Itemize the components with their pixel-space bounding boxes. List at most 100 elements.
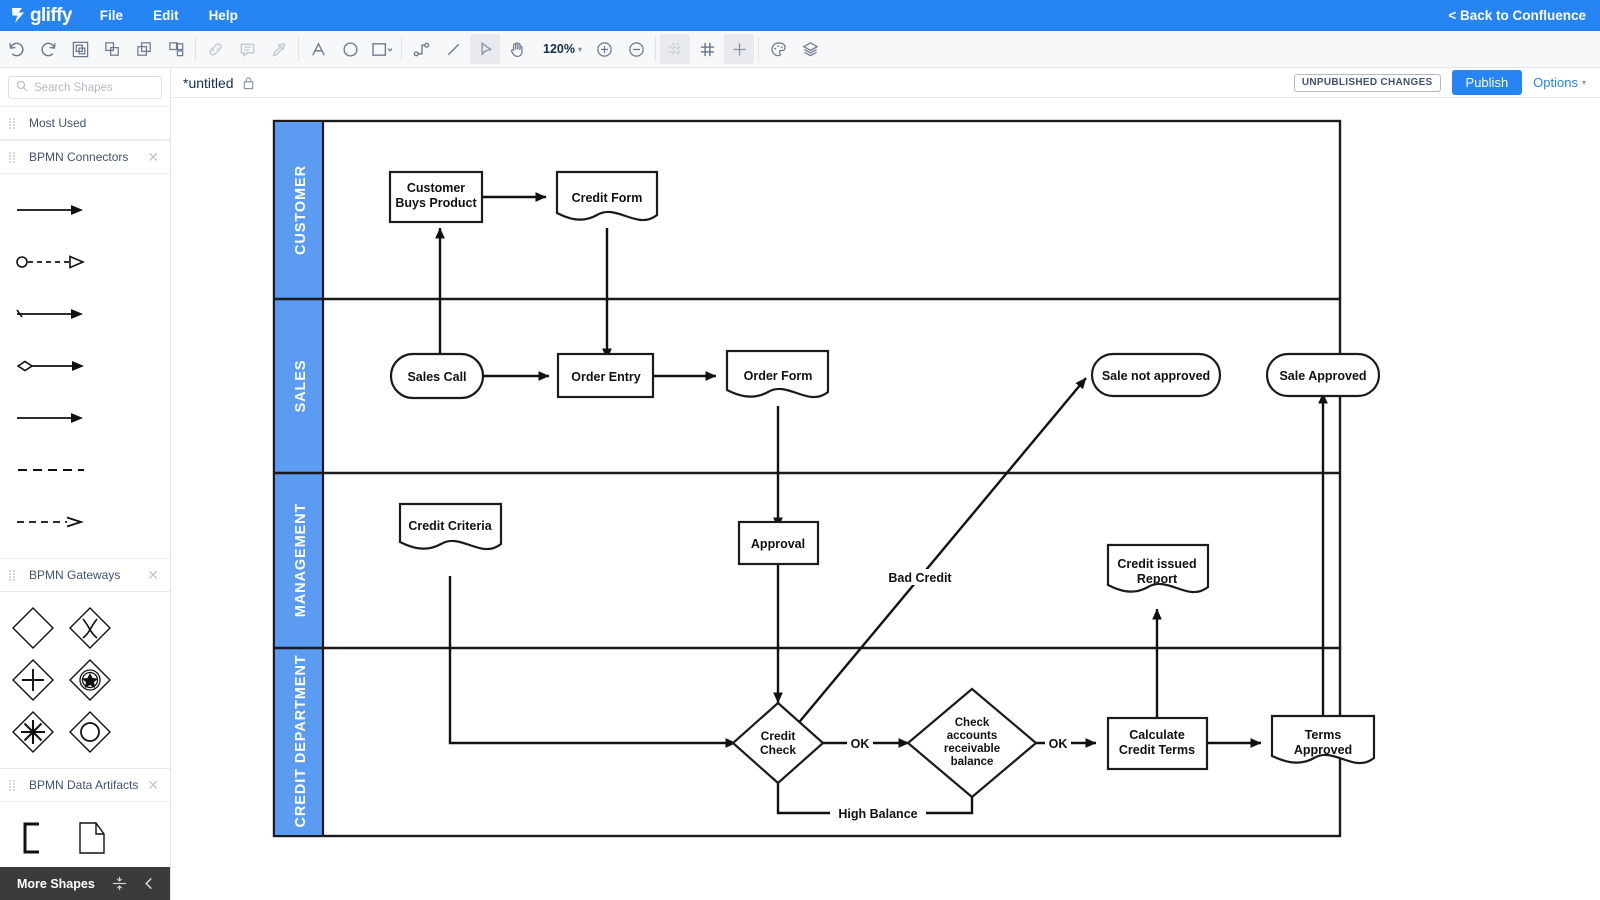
node-calculate-credit-terms[interactable]: Calculate Credit Terms (1106, 716, 1209, 771)
edge-label-ok-1: OK (851, 737, 870, 751)
swimlane-frame (272, 119, 1342, 838)
zoom-out-icon[interactable] (621, 34, 651, 64)
shape-diamond-arrow[interactable] (8, 340, 93, 392)
node-order-entry[interactable]: Order Entry (556, 352, 655, 399)
back-to-confluence-link[interactable]: < Back to Confluence (1448, 8, 1586, 23)
document-title[interactable]: *untitled (183, 74, 234, 91)
zoom-level-selector[interactable]: 120% ▾ (537, 42, 588, 56)
line-tool-icon[interactable] (438, 34, 468, 64)
shape-gateway-parallel[interactable] (4, 654, 61, 706)
section-bpmn-data-artifacts[interactable]: BPMN Data Artifacts ✕ (0, 768, 170, 802)
section-bpmn-gateways[interactable]: BPMN Gateways ✕ (0, 558, 170, 592)
section-bpmn-connectors[interactable]: BPMN Connectors ✕ (0, 140, 170, 174)
close-icon[interactable]: ✕ (147, 567, 159, 583)
node-label-line2: Credit Terms (1119, 743, 1195, 757)
shape-arrow-solid[interactable] (8, 184, 93, 236)
shape-dashed-arrow[interactable] (8, 496, 93, 548)
shape-arrow-tick-start[interactable] (8, 288, 93, 340)
node-label-line2: Approved (1294, 743, 1352, 757)
shape-library-sidebar: Most Used BPMN Connectors ✕ (0, 68, 171, 900)
rectangle-tool-icon[interactable] (367, 34, 397, 64)
gliffy-logo-icon (9, 6, 28, 25)
snap-to-grid-icon[interactable] (660, 34, 690, 64)
node-credit-criteria[interactable]: Credit Criteria (398, 502, 503, 551)
shape-gateway-exclusive[interactable] (61, 602, 118, 654)
lock-icon[interactable] (242, 76, 255, 90)
node-label-line2: accounts (947, 730, 998, 742)
theme-palette-icon[interactable] (763, 34, 793, 64)
shape-arrow-solid-2[interactable] (8, 392, 93, 444)
search-shapes-box[interactable] (8, 76, 162, 99)
collapse-sidebar-icon[interactable] (142, 876, 157, 891)
more-shapes-bar[interactable]: More Shapes (0, 867, 170, 900)
shape-gateway-event-multiple[interactable] (61, 654, 118, 706)
text-tool-icon[interactable] (303, 34, 333, 64)
node-sale-approved[interactable]: Sale Approved (1265, 352, 1381, 398)
diagram-canvas[interactable]: CUSTOMER SALES MANAGEMENT CREDIT DEPARTM… (171, 98, 1600, 900)
editor-toolbar: 120% ▾ (0, 31, 1600, 68)
menu-help[interactable]: Help (208, 8, 238, 23)
status-badge: UNPUBLISHED CHANGES (1293, 73, 1441, 92)
node-order-form[interactable]: Order Form (725, 349, 830, 399)
node-check-accounts-receivable-balance[interactable]: Check accounts receivable balance (906, 687, 1038, 799)
zoom-in-icon[interactable] (589, 34, 619, 64)
node-label: Credit Form (572, 191, 643, 205)
node-sales-call[interactable]: Sales Call (389, 352, 485, 400)
menu-edit[interactable]: Edit (153, 8, 179, 23)
close-icon[interactable]: ✕ (147, 149, 159, 165)
elbow-connector-icon[interactable] (406, 34, 436, 64)
ellipse-tool-icon[interactable] (335, 34, 365, 64)
node-credit-check[interactable]: Credit Check (731, 701, 825, 785)
node-credit-form[interactable]: Credit Form (555, 170, 659, 222)
node-credit-issued-report[interactable]: Credit issued Report (1106, 543, 1210, 594)
node-label: Order Form (744, 369, 813, 383)
pan-hand-icon[interactable] (502, 34, 532, 64)
shape-data-object[interactable] (61, 812, 118, 864)
comment-icon (232, 34, 262, 64)
node-terms-approved[interactable]: Terms Approved (1270, 714, 1376, 765)
node-label-line1: Check (955, 717, 990, 729)
undo-icon[interactable] (1, 34, 31, 64)
chevron-down-icon: ▾ (1581, 78, 1586, 87)
select-tool-icon[interactable] (470, 34, 500, 64)
shape-gateway-complex[interactable] (4, 706, 61, 758)
node-label-line2: Check (760, 743, 796, 757)
node-label: Credit Criteria (408, 519, 492, 533)
lane-header-customer (275, 122, 323, 299)
show-grid-icon[interactable] (692, 34, 722, 64)
shape-bracket-group[interactable] (4, 812, 61, 864)
document-bar: *untitled UNPUBLISHED CHANGES Publish Op… (171, 68, 1600, 98)
edge-label-ok-2: OK (1049, 737, 1068, 751)
section-title: Most Used (29, 116, 87, 130)
search-shapes-input[interactable] (34, 81, 154, 94)
edge-creditcriteria-to-creditcheck (448, 576, 737, 748)
node-label: Sale not approved (1102, 369, 1210, 383)
node-approval[interactable]: Approval (737, 520, 820, 566)
guides-icon[interactable] (724, 34, 754, 64)
send-backward-icon[interactable] (129, 34, 159, 64)
close-icon[interactable]: ✕ (147, 777, 159, 793)
shape-circle-dashed-open-arrow[interactable] (8, 236, 93, 288)
brand-name: gliffy (30, 4, 72, 26)
section-most-used[interactable]: Most Used (0, 106, 170, 140)
shape-dashed-line[interactable] (8, 444, 93, 496)
lane-header-sales (275, 299, 323, 473)
node-sale-not-approved[interactable]: Sale not approved (1090, 352, 1222, 398)
collapse-expand-icon[interactable] (111, 875, 128, 892)
group-icon[interactable] (65, 34, 95, 64)
node-label: Approval (751, 537, 805, 551)
arrange-icon[interactable] (161, 34, 191, 64)
brand-logo[interactable]: gliffy (9, 5, 72, 27)
node-label-line1: Credit issued (1117, 557, 1196, 571)
shape-gateway-event[interactable] (61, 706, 118, 758)
node-customer-buys-product[interactable]: Customer Buys Product (388, 170, 484, 224)
redo-icon[interactable] (33, 34, 63, 64)
shape-gateway-plain[interactable] (4, 602, 61, 654)
bring-forward-icon[interactable] (97, 34, 127, 64)
layers-icon[interactable] (795, 34, 825, 64)
publish-button[interactable]: Publish (1451, 70, 1523, 95)
menu-file[interactable]: File (99, 8, 124, 23)
drag-grip-icon (9, 151, 18, 163)
section-title: BPMN Gateways (29, 568, 121, 582)
options-dropdown[interactable]: Options ▾ (1533, 75, 1586, 90)
